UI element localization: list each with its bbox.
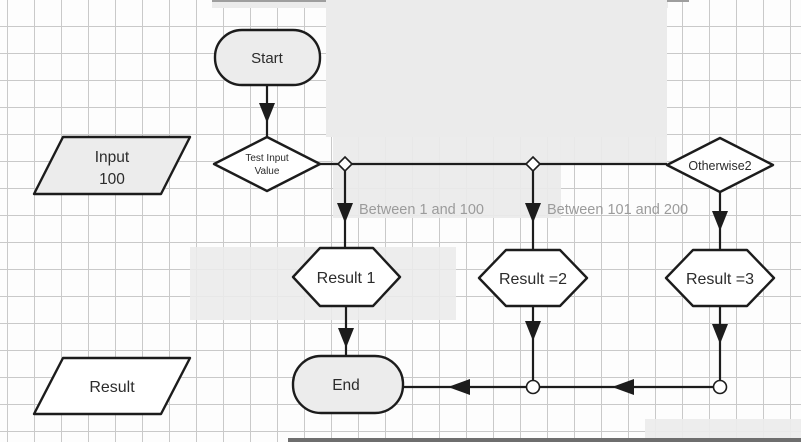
input-label-line2: 100 bbox=[99, 171, 125, 188]
junction-diamond-1[interactable] bbox=[336, 155, 354, 173]
overlay-branch-band bbox=[333, 137, 561, 218]
junction-circle-1[interactable] bbox=[525, 379, 541, 395]
arrowhead-otherwise bbox=[712, 211, 728, 231]
overlay-branch-band-right bbox=[560, 137, 667, 163]
result2-label: Result =2 bbox=[499, 271, 567, 288]
branch1-label: Between 1 and 100 bbox=[359, 202, 484, 218]
arrowhead-merge-left-1 bbox=[448, 379, 470, 395]
arrowhead-merge-left-2 bbox=[612, 379, 634, 395]
result3-hexagon[interactable]: Result =3 bbox=[664, 248, 776, 308]
overlay-bottom-right bbox=[645, 419, 801, 442]
end-node-label: End bbox=[332, 377, 360, 394]
junction-diamond-2[interactable] bbox=[524, 155, 542, 173]
input-label-line1: Input bbox=[95, 149, 130, 166]
decision-label-line2: Value bbox=[255, 166, 280, 177]
overlay-bottom-bar bbox=[288, 438, 801, 442]
branch2-label: Between 101 and 200 bbox=[547, 202, 688, 218]
connectors bbox=[259, 85, 728, 395]
result1-label: Result 1 bbox=[317, 270, 376, 287]
arrowhead-branch1 bbox=[337, 203, 353, 223]
decision-label-line1: Test Input bbox=[245, 153, 289, 164]
result2-hexagon[interactable]: Result =2 bbox=[477, 248, 589, 308]
result3-label: Result =3 bbox=[686, 271, 754, 288]
arrowhead-start-to-decision bbox=[259, 103, 275, 123]
result-output-label: Result bbox=[89, 379, 135, 396]
result1-hexagon[interactable]: Result 1 bbox=[291, 246, 402, 308]
end-node[interactable]: End bbox=[291, 354, 405, 415]
arrowhead-result1-to-end bbox=[338, 328, 354, 348]
test-input-decision-diamond[interactable]: Test Input Value bbox=[212, 135, 322, 193]
otherwise-label: Otherwise2 bbox=[688, 159, 751, 173]
start-node-label: Start bbox=[251, 50, 284, 67]
input-parallelogram[interactable]: Input 100 bbox=[32, 135, 192, 196]
junction-circle-2[interactable] bbox=[712, 379, 728, 395]
start-node[interactable]: Start bbox=[213, 28, 322, 87]
arrowhead-result2-to-merge bbox=[525, 321, 541, 341]
arrowhead-result3-to-merge bbox=[712, 324, 728, 344]
overlay-top-block bbox=[326, 0, 667, 137]
result-output-parallelogram[interactable]: Result bbox=[32, 356, 192, 416]
arrowhead-branch2 bbox=[525, 203, 541, 223]
otherwise-decision-diamond[interactable]: Otherwise2 bbox=[665, 136, 775, 194]
